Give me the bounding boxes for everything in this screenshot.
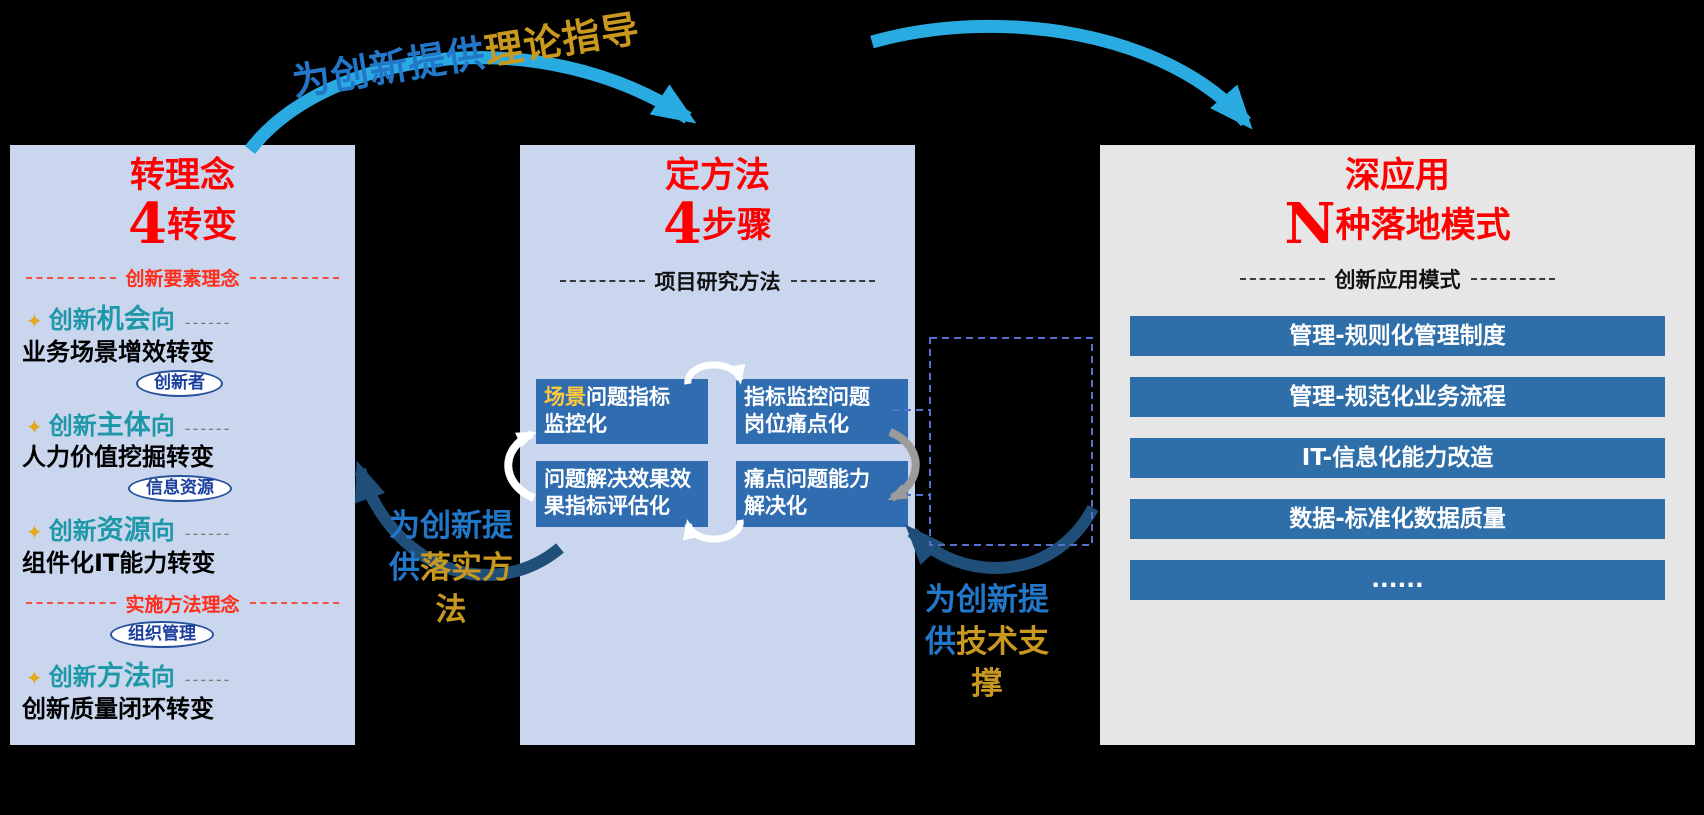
star-icon: ✦ — [26, 665, 43, 690]
oval-org-management: 组织管理 — [110, 620, 214, 648]
middle-title-line1: 定方法 — [664, 156, 770, 196]
right-subtitle: 创新应用模式 — [1240, 264, 1555, 294]
left-item-opportunity: ✦创新机会向------ — [26, 304, 232, 336]
dash-line — [26, 276, 116, 279]
star-icon: ✦ — [26, 520, 43, 545]
dashes: ------ — [184, 524, 232, 544]
dash-line — [249, 602, 340, 605]
middle-panel-title: 定方法 4步骤 — [520, 145, 915, 252]
left-item-resource: ✦创新资源向------ — [26, 515, 232, 547]
right-title-line2: N种落地模式 — [1284, 191, 1511, 258]
oval-row: 创新者 — [136, 369, 355, 397]
dash-line — [790, 280, 875, 283]
oval-row: 组织管理 — [110, 620, 355, 648]
mode-bar: 管理-规则化管理制度 — [1130, 316, 1665, 357]
oval-info-resource: 信息资源 — [128, 475, 232, 503]
mode-bar: 数据-标准化数据质量 — [1130, 499, 1665, 540]
section-header-elements: 创新要素理念 — [26, 264, 340, 291]
connector-dashed-rect — [929, 337, 1093, 546]
middle-subtitle: 项目研究方法 — [560, 266, 875, 296]
panel-methodology: 定方法 4步骤 项目研究方法 场景问题指标 监控化 指标监控问题 岗位痛点化 问… — [520, 145, 915, 745]
tech-support-label: 为创新提供技术支撑 — [925, 582, 1049, 702]
theory-guidance-label: 为创新提供理论指导 — [289, 6, 643, 105]
step-box-painpoint: 痛点问题能力 解决化 — [736, 461, 908, 527]
oval-innovator: 创新者 — [136, 369, 223, 397]
method-support-label: 为创新提供落实方法 — [389, 508, 513, 628]
step-box-evaluation: 问题解决效果效 果指标评估化 — [536, 461, 708, 527]
dashes: ------ — [184, 418, 232, 438]
mode-bar: IT-信息化能力改造 — [1130, 438, 1665, 479]
dash-line — [1470, 278, 1555, 281]
right-title-line1: 深应用 — [1344, 156, 1450, 196]
panel-concepts: 转理念 4转变 创新要素理念 ✦创新机会向------ 业务场景增效转变 创新者… — [10, 145, 355, 745]
left-item-method-desc: 创新质量闭环转变 — [22, 694, 214, 723]
left-title-line2: 4转变 — [128, 191, 237, 258]
panel-application: 深应用 N种落地模式 创新应用模式 管理-规则化管理制度 管理-规范化业务流程 … — [1100, 145, 1695, 745]
dash-line — [1240, 278, 1325, 281]
oval-row: 信息资源 — [128, 475, 355, 503]
left-panel-title: 转理念 4转变 — [10, 145, 355, 252]
mode-bar: 管理-规范化业务流程 — [1130, 377, 1665, 418]
mode-bar: ...... — [1130, 560, 1665, 601]
left-item-opportunity-desc: 业务场景增效转变 — [22, 337, 214, 366]
left-item-subject-desc: 人力价值挖掘转变 — [22, 443, 214, 472]
middle-title-line2: 4步骤 — [663, 191, 772, 258]
dash-line — [26, 602, 116, 605]
star-icon: ✦ — [26, 309, 43, 334]
dash-line — [560, 280, 645, 283]
step-box-scenario: 场景问题指标 监控化 — [536, 379, 708, 444]
dashes: ------ — [184, 313, 232, 333]
step-box-indicator: 指标监控问题 岗位痛点化 — [736, 379, 908, 444]
left-item-resource-desc: 组件化IT能力转变 — [22, 549, 216, 578]
star-icon: ✦ — [26, 414, 43, 439]
left-item-subject: ✦创新主体向------ — [26, 409, 232, 441]
dash-line — [249, 276, 340, 279]
section-header-method: 实施方法理念 — [26, 590, 340, 617]
right-panel-title: 深应用 N种落地模式 — [1100, 145, 1695, 252]
tech-support-arrow — [905, 505, 1099, 574]
left-item-method: ✦创新方法向------ — [26, 660, 232, 692]
dashes: ------ — [184, 669, 232, 689]
application-mode-list: 管理-规则化管理制度 管理-规范化业务流程 IT-信息化能力改造 数据-标准化数… — [1100, 316, 1695, 601]
application-arrow — [870, 19, 1253, 130]
left-title-line1: 转理念 — [129, 156, 235, 196]
